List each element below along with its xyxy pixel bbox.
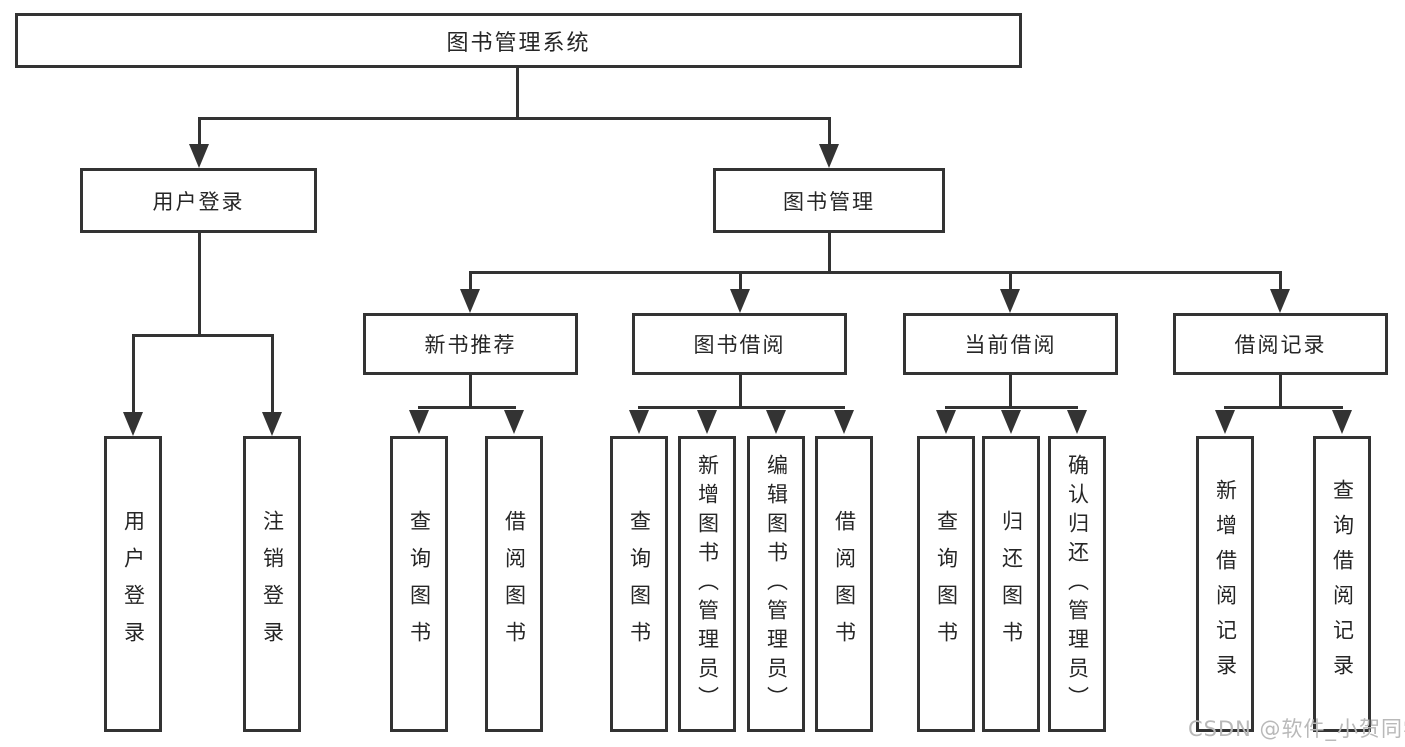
node-label: 新增借阅记录 [1213,479,1238,689]
connector-line [469,271,472,289]
node-book-management: 图书管理 [713,168,945,233]
arrow-down-icon [1270,289,1290,313]
node-label: 图书借阅 [693,333,786,357]
connector-line [469,271,1282,274]
arrow-down-icon [1215,410,1235,434]
node-label: 借阅图书 [832,510,857,658]
connector-line [1279,271,1282,289]
leaf-borrow-books-recommend: 借阅图书 [485,436,543,732]
arrow-down-icon [834,410,854,434]
leaf-edit-book-admin: 编辑图书（管理员） [747,436,805,732]
arrow-down-icon [1067,410,1087,434]
node-label: 借阅图书 [502,510,527,658]
arrow-down-icon [629,410,649,434]
node-label: 新增图书（管理员） [695,453,720,715]
arrow-down-icon [697,410,717,434]
node-label: 图书管理系统 [446,30,591,56]
connector-line [132,334,274,337]
connector-line [828,233,831,273]
connector-line [1224,406,1343,409]
leaf-borrow-books-borrowing: 借阅图书 [815,436,873,732]
arrow-down-icon [730,289,750,313]
node-label: 新书推荐 [424,333,517,357]
arrow-down-icon [936,410,956,434]
node-label: 确认归还（管理员） [1065,453,1090,715]
node-label: 图书管理 [783,189,875,214]
leaf-confirm-return-admin: 确认归还（管理员） [1048,436,1106,732]
connector-line [1279,375,1282,408]
leaf-query-books-borrowing: 查询图书 [610,436,668,732]
node-label: 编辑图书（管理员） [764,453,789,715]
connector-line [198,117,831,120]
leaf-query-borrow-record: 查询借阅记录 [1313,436,1371,732]
arrow-down-icon [1000,289,1020,313]
node-label: 用户登录 [152,189,245,214]
node-label: 注销登录 [260,510,285,658]
node-label: 归还图书 [999,510,1024,658]
node-label: 查询借阅记录 [1330,479,1355,689]
arrow-down-icon [819,144,839,168]
arrow-down-icon [262,412,282,436]
node-label: 查询图书 [934,510,959,658]
node-current-borrowing: 当前借阅 [903,313,1118,375]
connector-line [638,406,845,409]
connector-line [132,334,135,412]
leaf-user-login: 用户登录 [104,436,162,732]
connector-line [469,375,472,408]
node-library-management-system: 图书管理系统 [15,13,1022,68]
node-label: 当前借阅 [964,333,1057,357]
connector-line [418,406,516,409]
arrow-down-icon [504,410,524,434]
leaf-query-books-current: 查询图书 [917,436,975,732]
node-user-login: 用户登录 [80,168,317,233]
leaf-logout: 注销登录 [243,436,301,732]
connector-line [739,271,742,289]
arrow-down-icon [123,412,143,436]
connector-line [945,406,1078,409]
watermark-text: CSDN @软件_小贺同学 [1188,717,1405,741]
node-label: 查询图书 [407,510,432,658]
leaf-query-books-recommend: 查询图书 [390,436,448,732]
arrow-down-icon [1332,410,1352,434]
connector-line [1009,271,1012,289]
connector-line [198,117,201,146]
node-label: 查询图书 [627,510,652,658]
leaf-add-borrow-record: 新增借阅记录 [1196,436,1254,732]
arrow-down-icon [460,289,480,313]
leaf-return-books: 归还图书 [982,436,1040,732]
arrow-down-icon [1001,410,1021,434]
connector-line [271,334,274,412]
connector-line [1009,375,1012,408]
connector-line [739,375,742,408]
arrow-down-icon [189,144,209,168]
node-book-borrowing: 图书借阅 [632,313,847,375]
node-new-book-recommendation: 新书推荐 [363,313,578,375]
arrow-down-icon [409,410,429,434]
arrow-down-icon [766,410,786,434]
node-label: 用户登录 [121,510,146,658]
node-label: 借阅记录 [1234,333,1327,357]
node-borrowing-records: 借阅记录 [1173,313,1388,375]
leaf-add-book-admin: 新增图书（管理员） [678,436,736,732]
connector-line [198,233,201,336]
connector-line [516,68,519,119]
connector-line [828,117,831,146]
